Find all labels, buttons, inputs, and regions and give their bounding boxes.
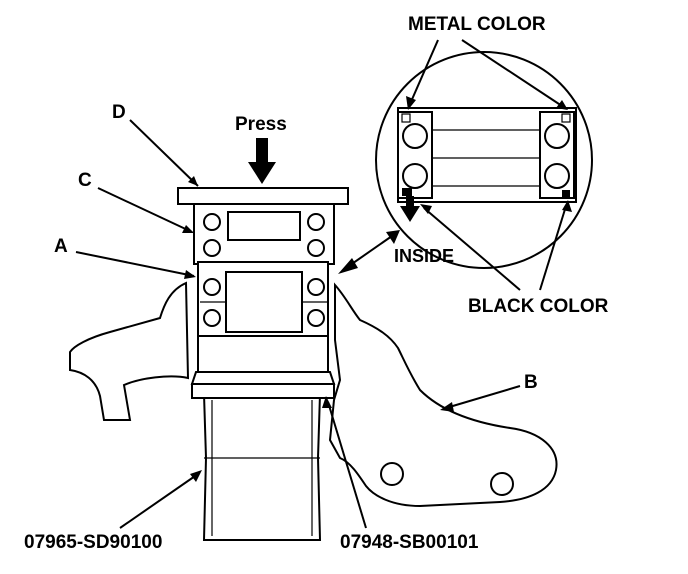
label-b: B <box>524 372 538 393</box>
leader-tool-07948 <box>327 401 367 529</box>
leader-tool-07965 <box>119 473 199 529</box>
label-tool-07948: 07948-SB00101 <box>340 532 479 553</box>
label-tool-07965: 07965-SD90100 <box>24 532 162 553</box>
leader-metal-left <box>409 39 439 105</box>
press-label: Press <box>235 114 287 135</box>
leader-a <box>75 251 195 277</box>
knuckle-hole-left <box>380 462 404 486</box>
black-seal-right <box>562 190 570 198</box>
tool-07965-cylinder <box>202 393 322 541</box>
press-arrow <box>248 138 276 184</box>
leader-d <box>129 119 199 187</box>
label-a: A <box>54 236 68 257</box>
bearing-assembly <box>177 187 349 373</box>
leader-metal-right <box>461 39 563 107</box>
black-seal-left <box>402 188 412 196</box>
metal-seal-right <box>561 113 571 123</box>
leader-b <box>445 385 521 409</box>
label-black-color: BLACK COLOR <box>468 296 609 317</box>
leader-black-left <box>423 207 521 291</box>
driver-d <box>177 187 349 205</box>
inside-arrow <box>400 206 420 222</box>
link-arrow <box>338 230 400 274</box>
metal-seal-left <box>401 113 411 123</box>
leader-c <box>97 187 193 233</box>
label-metal-color: METAL COLOR <box>408 14 546 35</box>
leader-black-right <box>539 205 567 291</box>
knuckle-b <box>69 281 558 508</box>
label-inside: INSIDE <box>394 246 454 266</box>
label-c: C <box>78 170 92 191</box>
label-d: D <box>112 102 126 123</box>
knuckle-hole-right <box>490 472 514 496</box>
inset-detail <box>375 51 593 269</box>
